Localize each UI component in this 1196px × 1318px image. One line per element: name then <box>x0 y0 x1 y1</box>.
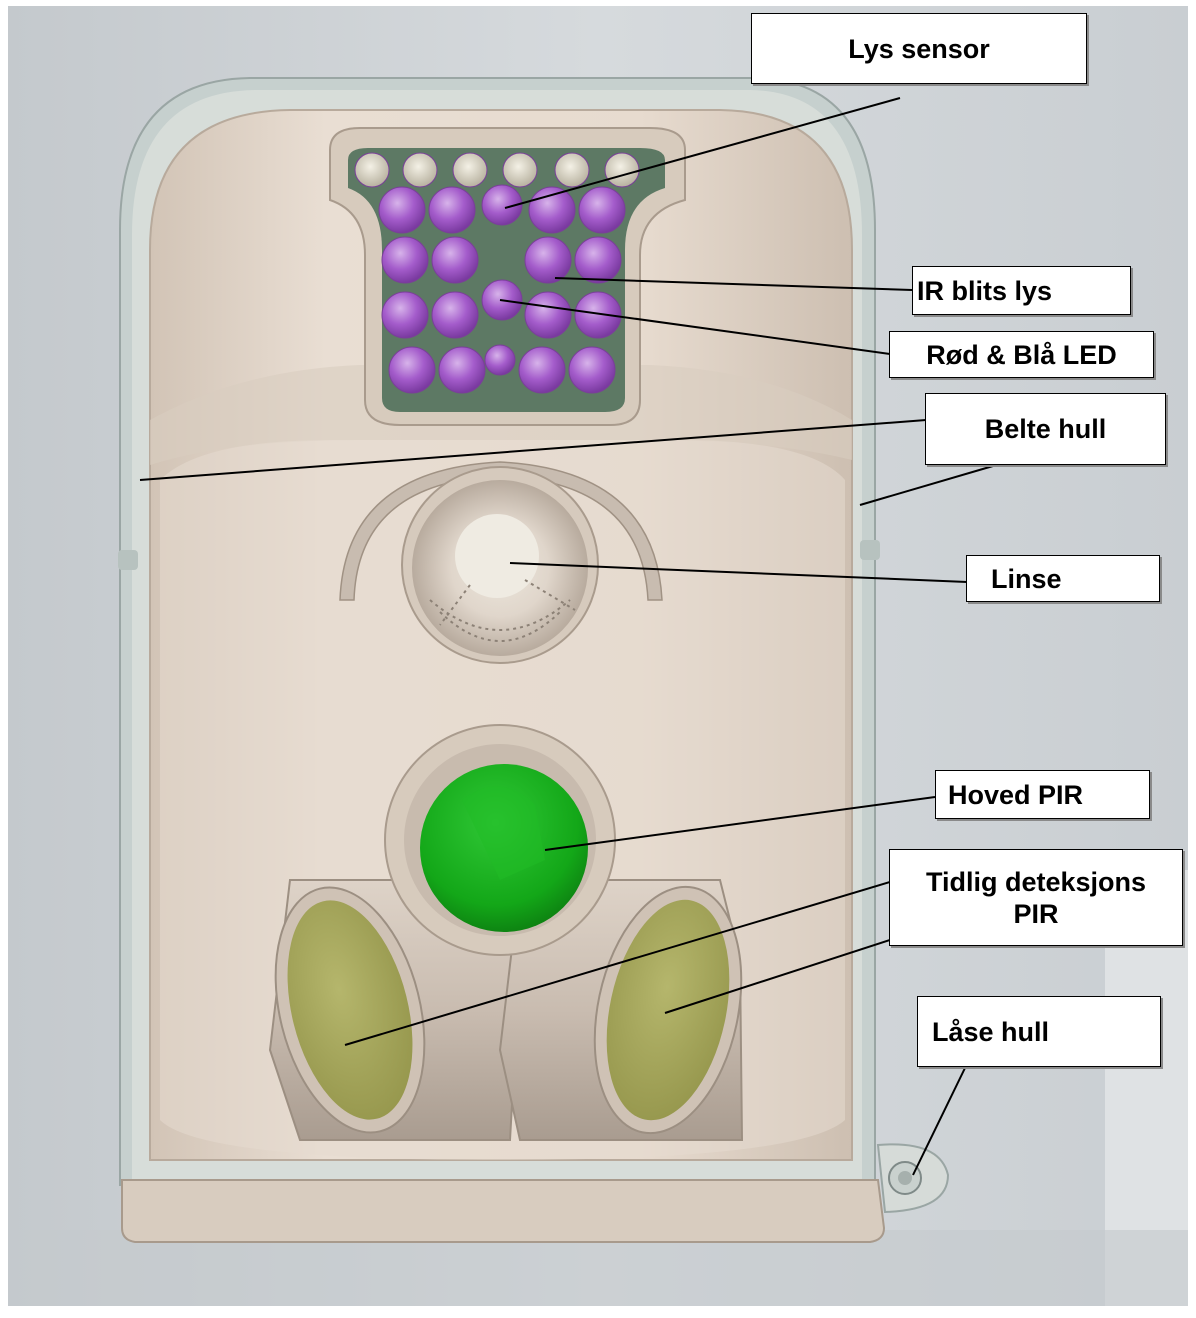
ir-led <box>525 292 571 338</box>
ir-led <box>389 347 435 393</box>
ir-led <box>485 345 515 375</box>
label-lase-hull: Låse hull <box>917 996 1161 1067</box>
label-hoved-pir: Hoved PIR <box>935 770 1150 819</box>
label-tidlig-line2: PIR <box>1013 898 1058 930</box>
ir-led <box>382 237 428 283</box>
label-tidlig-line1: Tidlig deteksjons <box>926 866 1146 898</box>
ir-led <box>439 347 485 393</box>
camera-base <box>122 1180 884 1242</box>
ir-led <box>432 292 478 338</box>
label-tidlig-deteksjons-pir: Tidlig deteksjons PIR <box>889 849 1183 946</box>
belt-hole-left <box>118 550 138 570</box>
label-linse: Linse <box>966 555 1160 602</box>
ir-led <box>519 347 565 393</box>
white-led <box>605 153 639 187</box>
ir-led <box>382 292 428 338</box>
ir-led <box>432 237 478 283</box>
ir-led <box>575 237 621 283</box>
white-led <box>555 153 589 187</box>
label-lys-sensor: Lys sensor <box>751 13 1087 84</box>
white-led <box>355 153 389 187</box>
white-led <box>403 153 437 187</box>
white-led <box>503 153 537 187</box>
white-led <box>453 153 487 187</box>
label-rod-bla-led: Rød & Blå LED <box>889 331 1154 378</box>
ir-led <box>579 187 625 233</box>
ir-led <box>569 347 615 393</box>
label-ir-blits-lys: IR blits lys <box>912 266 1131 315</box>
belt-hole-right <box>860 540 880 560</box>
lock-hole-inner <box>898 1171 912 1185</box>
lens <box>455 514 539 598</box>
ir-led <box>379 187 425 233</box>
ir-led <box>429 187 475 233</box>
label-belte-hull: Belte hull <box>925 393 1166 465</box>
ir-led <box>525 237 571 283</box>
